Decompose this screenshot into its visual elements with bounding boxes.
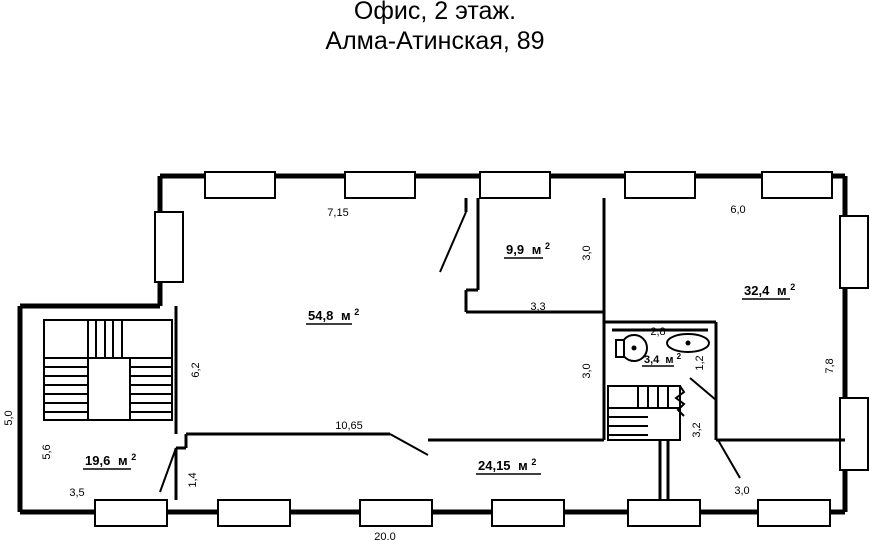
title-line-2: Алма-Атинская, 89 [325,27,545,55]
door-swing-small-office [439,211,467,273]
dim-left-outer: 5,0 [3,410,15,425]
door-swing-corridor [389,433,429,456]
area-label-stairwell-left: 19,6 м 2 [83,452,136,470]
area-value-office-small: 9,9 [506,242,524,257]
window-bottom-4 [491,499,565,527]
interior-walls [174,198,845,500]
dim-small-office-width: 3,3 [530,301,545,313]
dim-bottom-main: 10,65 [335,420,363,432]
window-bottom-5 [627,499,701,527]
sink-icon [666,333,710,353]
room-area-labels: 54,8 м 2 9,9 м 2 32,4 м 2 [83,241,795,475]
area-exp-bathroom: 2 [677,352,682,361]
svg-text:24,15 м 2: 24,15 м 2 [478,457,536,473]
window-top-5 [761,171,833,199]
staircase-center-icon [607,385,686,441]
dim-bath-height: 1,2 [694,355,706,370]
door-swing-bottom-right [717,439,741,479]
window-bottom-2 [217,499,291,527]
area-value-main-hall: 54,8 [308,308,333,323]
area-value-stairwell-left: 19,6 [85,453,110,468]
dim-bath-width: 2,8 [650,326,665,338]
area-exp-office-small: 2 [545,241,550,251]
area-unit-corridor: м [518,458,528,473]
area-unit-office-small: м [532,242,542,257]
area-label-main-hall: 54,8 м 2 [306,307,359,325]
dim-right-outer: 7,8 [824,358,836,373]
dim-top-right: 6,0 [730,204,745,216]
area-unit-bathroom: м [665,354,673,366]
svg-text:9,9 м 2: 9,9 м 2 [506,241,550,257]
dim-stair-32: 3,2 [691,422,703,437]
area-exp-main-hall: 2 [354,307,359,317]
area-exp-office-right: 2 [790,282,795,292]
bathroom-fixtures [615,333,710,362]
dim-mid-height-30: 3,0 [581,363,593,378]
area-unit-main-hall: м [341,308,351,323]
window-right-1 [839,215,869,289]
area-unit-stairwell-left: м [118,453,128,468]
svg-text:32,4 м 2: 32,4 м 2 [744,282,795,298]
area-unit-office-right: м [777,283,787,298]
right-wall-windows [839,215,869,471]
window-top-2 [344,171,416,199]
door-swings [159,211,741,493]
area-exp-stairwell-left: 2 [131,452,136,462]
svg-text:19,6 м 2: 19,6 м 2 [85,452,136,468]
window-bottom-3 [359,499,433,527]
bottom-wall-windows [94,499,831,527]
top-wall-windows [204,171,833,199]
area-label-office-small: 9,9 м 2 [504,241,550,259]
window-left-1 [154,211,184,283]
dim-bottom-right-30: 3,0 [734,485,749,497]
window-right-2 [839,397,869,471]
dim-door-14: 1,4 [187,472,199,487]
area-exp-corridor: 2 [531,457,536,467]
dimension-labels: 7,15 6,0 5,0 6,2 5,6 3,5 1,4 10,65 3,3 3… [3,204,836,540]
left-wall-windows [154,211,184,283]
toilet-icon [615,334,648,362]
window-top-4 [624,171,696,199]
page-title: Офис, 2 этаж. Алма-Атинская, 89 [0,0,870,56]
area-value-corridor: 24,15 [478,458,511,473]
dim-left-62: 6,2 [190,362,202,377]
area-value-bathroom: 3,4 [644,354,660,366]
dim-small-office-height: 3,0 [581,245,593,260]
area-label-office-right: 32,4 м 2 [742,282,795,300]
area-label-corridor: 24,15 м 2 [476,457,541,475]
window-top-3 [479,171,551,199]
window-bottom-6 [757,499,831,527]
dim-left-56: 5,6 [41,444,53,459]
svg-text:3,4 м 2: 3,4 м 2 [644,352,682,366]
svg-text:54,8 м 2: 54,8 м 2 [308,307,359,323]
staircase-left-icon [43,319,173,421]
area-label-bathroom: 3,4 м 2 [642,352,682,367]
title-line-1: Офис, 2 этаж. [353,0,517,25]
window-top-1 [204,171,276,199]
area-value-office-right: 32,4 [744,283,770,298]
dim-left-35: 3,5 [69,487,84,499]
door-swing-stairwell [159,447,177,493]
door-swing-bathroom [689,377,717,401]
window-bottom-1 [94,499,168,527]
dim-bottom-overall: 20,0 [374,531,395,540]
dim-top-main: 7,15 [327,207,348,219]
